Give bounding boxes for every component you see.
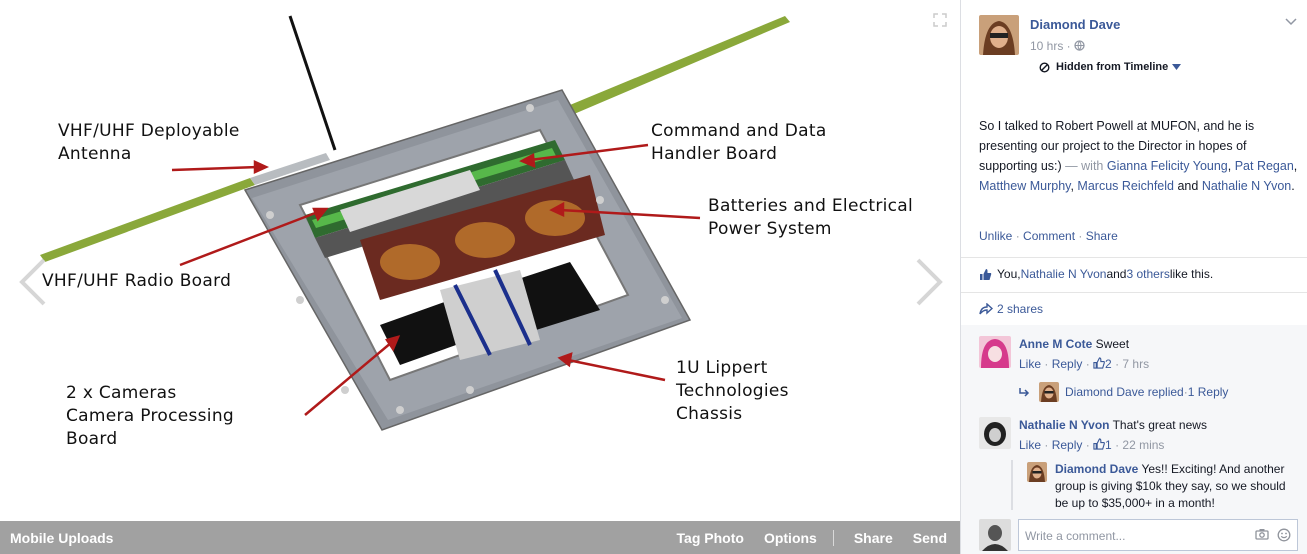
hidden-icon	[1039, 61, 1050, 73]
camera-processing-board	[440, 270, 540, 360]
tagged-marcus[interactable]: Marcus Reichfeld	[1077, 179, 1174, 193]
likers-others[interactable]: 3 others	[1126, 267, 1170, 281]
camera-rail-2	[493, 269, 532, 346]
post-time[interactable]: 10 hrs ·	[1030, 39, 1085, 53]
reply-thread-line	[1011, 460, 1013, 510]
globe-icon	[1074, 40, 1085, 51]
post-body: So I talked to Robert Powell at MUFON, a…	[979, 119, 1298, 193]
camera-rail-1	[453, 284, 492, 356]
divider	[961, 292, 1307, 293]
comment-1: Anne M Cote Sweet	[1019, 337, 1130, 351]
previous-photo-arrow-icon[interactable]	[16, 256, 50, 308]
commenter-avatar[interactable]	[979, 417, 1011, 449]
comments-section	[961, 325, 1307, 554]
comment-like-link[interactable]: Like	[1019, 357, 1042, 371]
author-avatar[interactable]	[979, 15, 1019, 55]
author-name[interactable]: Diamond Dave	[1030, 17, 1121, 32]
reply-comment: Diamond Dave Yes!! Exciting! And another…	[1055, 462, 1286, 510]
comment-author[interactable]: Nathalie N Yvon	[1019, 418, 1110, 432]
comment-input[interactable]: Write a comment...	[1018, 519, 1298, 551]
antenna-mast	[288, 15, 337, 151]
comment-like-count[interactable]: 1	[1105, 438, 1112, 452]
chassis-bolts	[266, 104, 669, 414]
antenna-left-base	[250, 153, 330, 185]
share-link[interactable]: Share	[1085, 229, 1118, 243]
label-chassis: 1U Lippert Technologies Chassis	[676, 358, 789, 424]
divider	[961, 257, 1307, 258]
photo-action-bar: Mobile Uploads Tag Photo Options Share S…	[0, 521, 960, 554]
reply-author[interactable]: Diamond Dave	[1055, 462, 1139, 476]
label-vhf-antenna: VHF/UHF Deployable Antenna	[58, 121, 240, 164]
replier-avatar	[1039, 382, 1059, 402]
commenter-avatar[interactable]	[979, 336, 1011, 368]
dropdown-triangle-icon	[1172, 64, 1182, 70]
reply-avatar[interactable]	[1027, 462, 1047, 482]
viewer-avatar	[979, 519, 1011, 551]
antenna-left	[40, 178, 255, 262]
tagged-matthew[interactable]: Matthew Murphy	[979, 179, 1071, 193]
comment-time[interactable]: 7 hrs	[1122, 357, 1150, 371]
comment-reply-link[interactable]: Reply	[1051, 438, 1083, 452]
battery-cell-1	[380, 244, 440, 280]
antenna-right	[553, 16, 790, 120]
emoji-icon[interactable]	[1277, 528, 1291, 542]
tag-photo-button[interactable]: Tag Photo	[676, 530, 744, 546]
options-button[interactable]: Options	[763, 530, 817, 546]
comment-1-actions: Like · Reply · 2 · 7 hrs	[1019, 357, 1150, 371]
radio-board	[315, 160, 575, 258]
liker-nathalie[interactable]: Nathalie N Yvon	[1020, 267, 1107, 281]
camera-icon[interactable]	[1255, 528, 1269, 540]
battery-cell-2	[455, 222, 515, 258]
action-divider	[832, 530, 834, 546]
label-radio-board: VHF/UHF Radio Board	[42, 271, 232, 291]
label-command-board: Command and Data Handler Board	[651, 121, 827, 164]
thumbs-up-icon	[1093, 357, 1105, 369]
unlike-link[interactable]: Unlike	[979, 229, 1013, 243]
comment-like-count[interactable]: 2	[1105, 357, 1112, 371]
comment-2: Nathalie N Yvon That's great news	[1019, 418, 1207, 432]
send-button[interactable]: Send	[912, 530, 947, 546]
battery-cell-3	[525, 200, 585, 236]
board-connector	[340, 170, 480, 232]
view-replies[interactable]: Diamond Dave replied · 1 Reply	[1019, 382, 1228, 402]
tagged-gianna[interactable]: Gianna Felicity Young	[1106, 159, 1228, 173]
comment-time[interactable]: 22 mins	[1122, 438, 1165, 452]
chevron-down-icon[interactable]	[1285, 18, 1297, 26]
fullscreen-icon[interactable]	[932, 12, 948, 28]
tagged-pat[interactable]: Pat Regan	[1234, 159, 1294, 173]
visibility-dropdown[interactable]: Hidden from Timeline	[1039, 61, 1182, 73]
reply-arrow-icon	[1019, 388, 1030, 397]
comment-like-link[interactable]: Like	[1019, 438, 1042, 452]
album-link[interactable]: Mobile Uploads	[10, 530, 114, 546]
thumbs-up-icon	[1093, 438, 1105, 450]
pointer-arrows	[171, 143, 701, 416]
post-sidebar: Diamond Dave 10 hrs · Hidden from Timeli…	[960, 0, 1307, 554]
likes-summary: You, Nathalie N Yvon and 3 others like t…	[979, 267, 1213, 281]
satellite-diagram	[40, 15, 790, 431]
comment-2-actions: Like · Reply · 1 · 22 mins	[1019, 438, 1165, 452]
label-cameras: 2 x Cameras Camera Processing Board	[66, 383, 234, 449]
comment-author[interactable]: Anne M Cote	[1019, 337, 1093, 351]
share-arrow-icon	[979, 303, 993, 315]
comment-link[interactable]: Comment	[1023, 229, 1076, 243]
comment-reply-link[interactable]: Reply	[1051, 357, 1083, 371]
next-photo-arrow-icon[interactable]	[912, 256, 946, 308]
shares-link[interactable]: 2 shares	[979, 302, 1043, 316]
label-batteries: Batteries and Electrical Power System	[708, 196, 914, 239]
thumbs-up-icon	[980, 268, 992, 280]
tagged-nathalie[interactable]: Nathalie N Yvon	[1201, 179, 1292, 193]
photo-viewer: VHF/UHF Deployable Antenna Command and D…	[0, 12, 960, 554]
post-actions: Unlike · Comment · Share	[979, 229, 1118, 243]
share-button[interactable]: Share	[853, 530, 893, 546]
